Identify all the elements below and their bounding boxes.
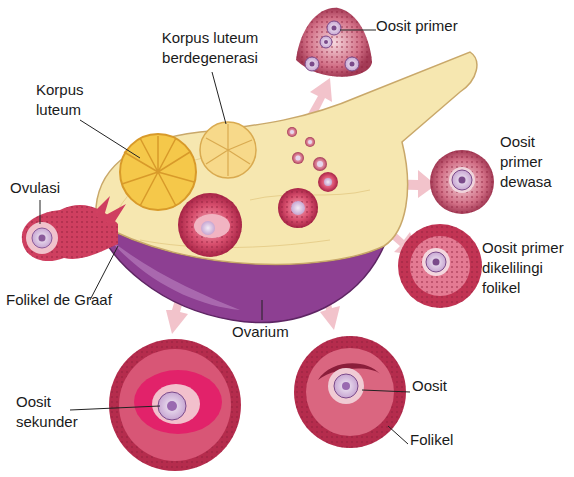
leader-lines [40, 30, 410, 444]
inset-primary-oocytes [296, 8, 372, 77]
ovary [96, 52, 477, 323]
ovary-follicles [178, 127, 338, 257]
part-label: Oosit sekunder [16, 392, 88, 432]
inset-mature-primary-oocyte [430, 150, 494, 214]
part-label: Oosit [412, 376, 472, 396]
inset-follicle-oocyte [398, 224, 482, 308]
part-label: Oosit primer [376, 16, 496, 36]
corpus-luteum [120, 122, 256, 210]
inset-secondary-oocyte [109, 339, 241, 471]
part-label: Oosit primer dewasa [500, 132, 570, 192]
part-label: Folikel [410, 430, 480, 450]
part-label: Ovarium [232, 322, 312, 342]
ovulation [22, 196, 126, 261]
part-label: Oosit primer dikelilingi folikel [482, 238, 566, 298]
inset-oocyte-follicle [294, 336, 406, 448]
part-label: Folikel de Graaf [6, 290, 136, 310]
part-label: Korpus luteum berdegenerasi [144, 28, 276, 68]
part-label: Korpus luteum [36, 80, 100, 120]
part-label: Ovulasi [10, 178, 100, 198]
